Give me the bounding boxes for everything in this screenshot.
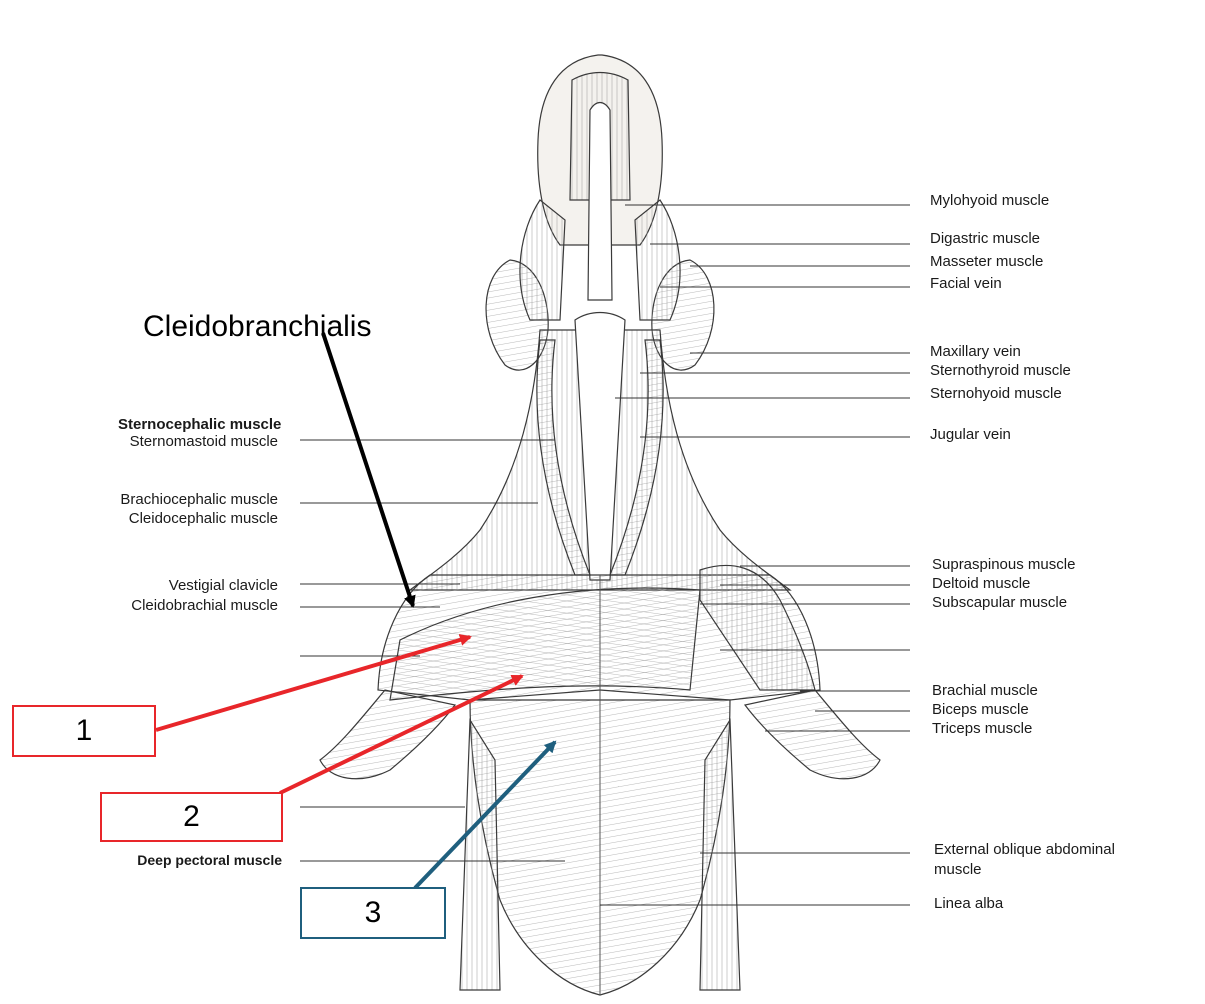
label-digastric: Digastric muscle bbox=[930, 230, 1041, 247]
answer-box-3[interactable]: 3 bbox=[300, 887, 446, 939]
cleidobranchialis-title: Cleidobranchialis bbox=[143, 310, 372, 343]
label-vestigial-clavicle: Vestigial clavicle bbox=[168, 577, 278, 594]
label-facial-vein: Facial vein bbox=[930, 275, 1002, 292]
right-leader-lines bbox=[600, 204, 910, 906]
cleidobranchialis-arrow bbox=[321, 332, 416, 608]
abdomen-region bbox=[459, 718, 741, 991]
label-maxillary-vein: Maxillary vein bbox=[930, 343, 1021, 360]
neck-region bbox=[408, 311, 792, 591]
label-external-oblique-cont: muscle bbox=[934, 861, 982, 878]
label-sternohyoid: Sternohyoid muscle bbox=[930, 385, 1062, 402]
arrow-1 bbox=[155, 634, 472, 732]
label-deltoid: Deltoid muscle bbox=[932, 575, 1031, 592]
label-brachial: Brachial muscle bbox=[932, 682, 1038, 699]
label-mylohyoid: Mylohyoid muscle bbox=[930, 192, 1050, 209]
label-brachiocephalic: Brachiocephalic muscle bbox=[120, 491, 278, 508]
label-masseter: Masseter muscle bbox=[930, 253, 1044, 270]
label-sternocephalic: Sternocephalic muscle bbox=[118, 416, 282, 433]
label-triceps: Triceps muscle bbox=[932, 720, 1033, 737]
label-cleidocephalic: Cleidocephalic muscle bbox=[128, 510, 278, 527]
label-biceps: Biceps muscle bbox=[932, 701, 1029, 718]
label-cleidobrachial: Cleidobrachial muscle bbox=[131, 597, 278, 614]
label-sternomastoid: Sternomastoid muscle bbox=[129, 433, 278, 450]
arrow-3 bbox=[413, 740, 557, 890]
label-external-oblique: External oblique abdominal bbox=[934, 841, 1115, 858]
label-jugular-vein: Jugular vein bbox=[930, 426, 1011, 443]
label-subscapular: Subscapular muscle bbox=[932, 594, 1068, 611]
label-linea-alba: Linea alba bbox=[934, 895, 1004, 912]
left-leader-lines bbox=[300, 439, 565, 862]
label-supraspinous: Supraspinous muscle bbox=[932, 556, 1076, 573]
label-deep-pectoral: Deep pectoral muscle bbox=[137, 852, 282, 868]
arrow-2 bbox=[279, 674, 524, 795]
label-sternothyroid: Sternothyroid muscle bbox=[930, 362, 1071, 379]
answer-box-2[interactable]: 2 bbox=[100, 792, 283, 842]
answer-box-1[interactable]: 1 bbox=[12, 705, 156, 757]
